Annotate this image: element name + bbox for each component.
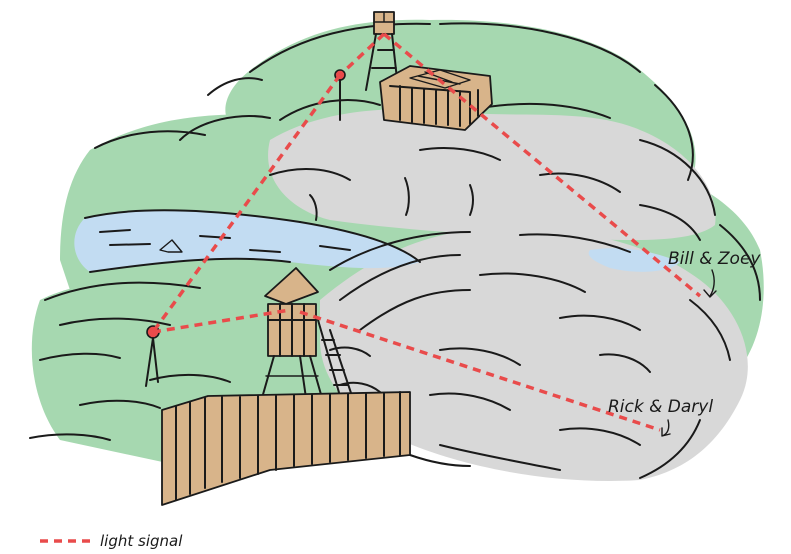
fort-top [380, 66, 492, 130]
label-bill-zoey: Bill & Zoey [668, 249, 761, 269]
legend-label: light signal [100, 532, 183, 550]
palisade-wall [162, 392, 410, 505]
legend: light signal [40, 532, 183, 550]
label-rick-daryl: Rick & Daryl [608, 397, 713, 417]
